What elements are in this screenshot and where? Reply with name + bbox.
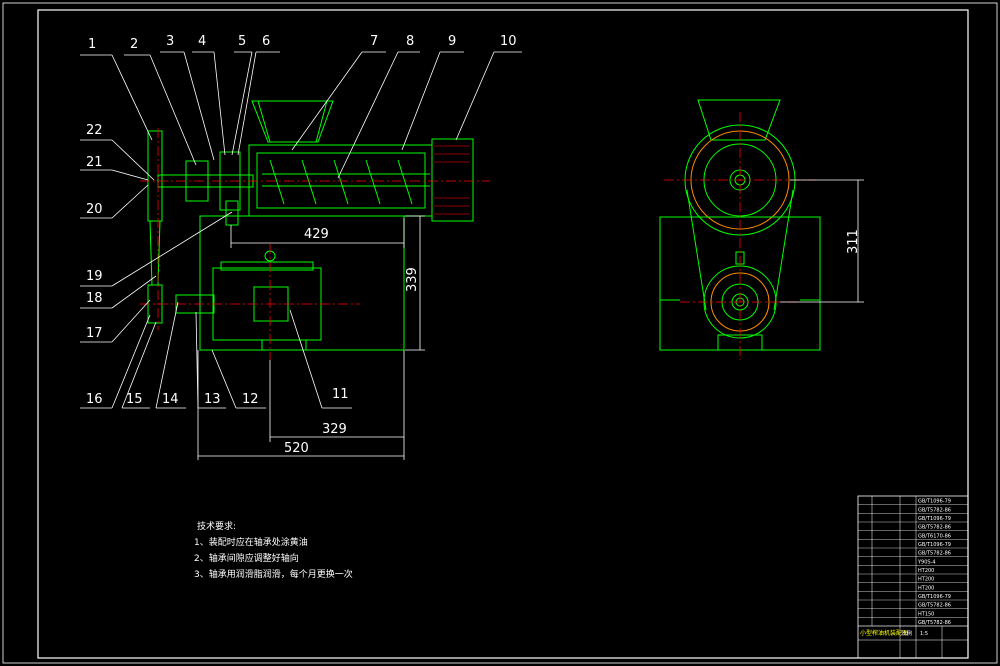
title-block-row-text: GB/T5782-86 bbox=[918, 507, 951, 513]
tech-note-item: 1、装配时应在轴承处涂黄油 bbox=[194, 536, 308, 548]
technical-notes: 技术要求: 1、装配时应在轴承处涂黄油 2、轴承间隙应调整好轴向 3、轴承用润滑… bbox=[194, 520, 353, 580]
dimension-329: 329 bbox=[322, 422, 347, 437]
title-block-row-text: GB/T5782-86 bbox=[918, 551, 951, 557]
title-block-row-text: GB/T6170-86 bbox=[918, 533, 951, 539]
part-label: 21 bbox=[86, 155, 103, 170]
part-label: 18 bbox=[86, 291, 103, 306]
title-block-row-text: GB/T1096-79 bbox=[918, 542, 951, 548]
title-block-row-text: GB/T5782-86 bbox=[918, 620, 951, 626]
belt bbox=[686, 189, 707, 311]
part-label: 7 bbox=[370, 34, 378, 49]
title-block-row-text: GB/T1096-79 bbox=[918, 516, 951, 522]
side-hopper bbox=[697, 99, 781, 141]
title-block-row-text: Y90S-4 bbox=[917, 559, 936, 565]
title-block-row-text: HT200 bbox=[918, 577, 934, 583]
drawing-title: 小型榨油机装配图 bbox=[860, 629, 908, 637]
tech-notes-heading: 技术要求: bbox=[197, 520, 236, 532]
dimension-429: 429 bbox=[304, 227, 329, 242]
front-view bbox=[147, 100, 474, 351]
part-label: 13 bbox=[204, 392, 221, 407]
side-centerlines bbox=[664, 112, 816, 360]
scale-value: 1:5 bbox=[920, 631, 928, 637]
title-block-rows: GB/T1096-79GB/T5782-86GB/T1096-79GB/T578… bbox=[858, 499, 968, 627]
part-label: 5 bbox=[238, 34, 246, 49]
title-block-row-text: GB/T5782-86 bbox=[918, 603, 951, 609]
part-label: 2 bbox=[130, 37, 138, 52]
front-dimension-lines bbox=[197, 215, 425, 460]
part-label: 14 bbox=[162, 392, 179, 407]
title-block-row-text: HT200 bbox=[918, 568, 934, 574]
part-label: 6 bbox=[262, 34, 270, 49]
part-label: 16 bbox=[86, 392, 103, 407]
tech-note-item: 2、轴承间隙应调整好轴向 bbox=[194, 552, 299, 564]
part-label: 19 bbox=[86, 269, 103, 284]
part-label: 9 bbox=[448, 34, 456, 49]
part-label: 1 bbox=[88, 37, 96, 52]
dimension-311: 311 bbox=[846, 229, 861, 254]
dimension-339: 339 bbox=[405, 267, 420, 292]
part-label: 17 bbox=[86, 326, 103, 341]
screw bbox=[262, 159, 430, 205]
scale-label: 比例 bbox=[902, 630, 912, 637]
upper-pulley bbox=[147, 130, 163, 222]
leader-lines bbox=[80, 51, 522, 409]
inner-frame bbox=[37, 9, 969, 659]
part-label: 20 bbox=[86, 202, 103, 217]
tech-note-item: 3、轴承用润滑脂润滑，每个月更换一次 bbox=[194, 568, 353, 580]
part-labels: 1 2 3 4 5 6 7 8 9 10 11 12 13 14 15 16 1… bbox=[86, 34, 517, 407]
title-block-row-text: HT150 bbox=[918, 611, 934, 617]
hopper bbox=[251, 100, 334, 143]
part-label: 12 bbox=[242, 392, 259, 407]
end-head bbox=[431, 138, 474, 222]
side-dimension-lines bbox=[780, 179, 864, 303]
part-label: 4 bbox=[198, 34, 206, 49]
part-label: 8 bbox=[406, 34, 414, 49]
part-label: 10 bbox=[500, 34, 517, 49]
dimension-520: 520 bbox=[284, 441, 309, 456]
part-label: 3 bbox=[166, 34, 174, 49]
part-label: 15 bbox=[126, 392, 143, 407]
title-block-row-text: GB/T1096-79 bbox=[918, 594, 951, 600]
title-block-row-text: GB/T1096-79 bbox=[918, 499, 951, 505]
title-block: GB/T1096-79GB/T5782-86GB/T1096-79GB/T578… bbox=[857, 495, 969, 659]
title-block-row-text: HT200 bbox=[918, 585, 934, 591]
title-block-row-text: GB/T5782-86 bbox=[918, 525, 951, 531]
part-label: 22 bbox=[86, 123, 103, 138]
front-centerlines bbox=[140, 128, 490, 360]
part-label: 11 bbox=[332, 387, 349, 402]
